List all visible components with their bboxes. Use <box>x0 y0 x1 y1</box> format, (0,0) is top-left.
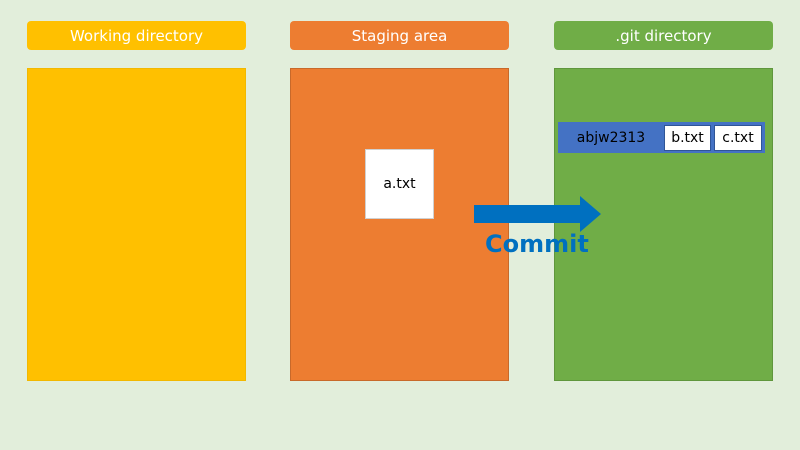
staged-file-a: a.txt <box>365 149 434 219</box>
git-directory-panel <box>554 68 773 381</box>
working-directory-panel <box>27 68 246 381</box>
git-directory-header: .git directory <box>554 21 773 50</box>
committed-file-c: c.txt <box>714 125 762 151</box>
staging-area-panel <box>290 68 509 381</box>
commit-hash: abjw2313 <box>576 129 646 146</box>
staging-area-header: Staging area <box>290 21 509 50</box>
commit-label: Commit <box>485 230 589 258</box>
right-arrow-icon <box>474 196 601 232</box>
working-directory-header: Working directory <box>27 21 246 50</box>
committed-file-b: b.txt <box>664 125 711 151</box>
